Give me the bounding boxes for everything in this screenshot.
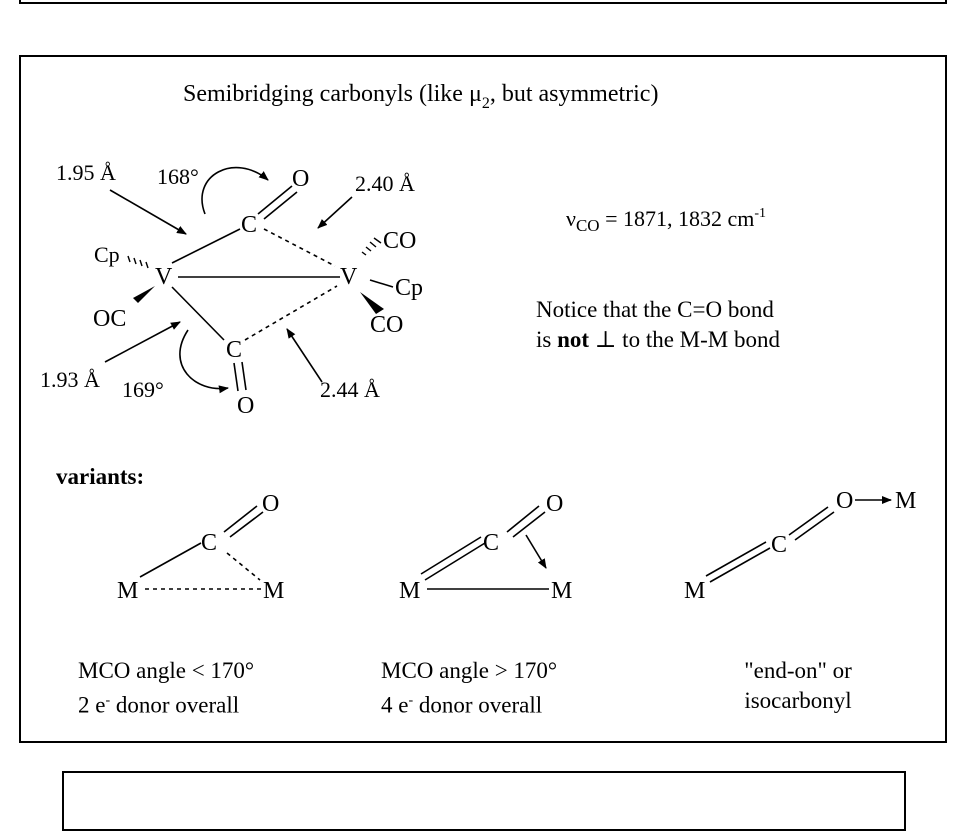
- label-dist-1-93: 1.93 Å: [40, 367, 100, 392]
- co-right-top-ligand: CO: [383, 228, 416, 254]
- arrow-dist-1-95: [109, 189, 187, 235]
- v-c-top-bond: [171, 228, 241, 264]
- variant-2-caption: MCO angle > 170° 4 e- donor overall: [381, 656, 557, 721]
- variant-1-caption: MCO angle < 170° 2 e- donor overall: [78, 656, 254, 721]
- v1-m-c-bond: [139, 542, 202, 578]
- v-right-atom: V: [340, 264, 358, 290]
- v1-c: C: [201, 530, 217, 556]
- cp-hashed-wedge: [127, 255, 149, 269]
- v2-caption-line-1: MCO angle > 170°: [381, 658, 558, 683]
- co-top-bond-b: [263, 191, 298, 220]
- arrow-angle-169: [179, 329, 229, 394]
- v2-caption-line-2: 4 e: [381, 692, 409, 718]
- arrow-dist-2-44: [286, 328, 323, 383]
- c-bottom-atom: C: [226, 337, 242, 363]
- oc-left-ligand: OC: [93, 306, 126, 332]
- v3-co-bond-a: [788, 506, 829, 536]
- v2-c: C: [483, 530, 499, 556]
- o-bottom-atom: O: [237, 393, 254, 419]
- co-bottom-bond-a: [233, 362, 239, 392]
- top-box-fragment: [19, 0, 947, 4]
- ir-frequency: νCO = 1871, 1832 cm-1: [566, 206, 766, 235]
- co-solid-wedge: [360, 292, 384, 314]
- notice-line-2-prefix: is: [536, 327, 558, 352]
- variant-3-caption: "end-on" or isocarbonyl: [718, 656, 878, 716]
- v2-o-m-arrow: [525, 534, 547, 569]
- v1-o: O: [262, 491, 279, 517]
- v1-caption-line-2: 2 e: [78, 692, 106, 718]
- variant-3-structure: M C O M: [684, 488, 916, 604]
- variant-2-structure: M C O M: [399, 491, 572, 604]
- o-top-atom: O: [292, 166, 309, 192]
- notice-line-1: Notice that the C=O bond: [536, 297, 774, 322]
- oc-solid-wedge: [133, 286, 155, 303]
- v2-caption-sup: -: [408, 693, 414, 708]
- notice-text: Notice that the C=O bond is not ⊥ to the …: [536, 295, 780, 355]
- diagram-canvas: Semibridging carbonyls (like μ2, but asy…: [40, 81, 916, 604]
- c-bottom-v-semibridge: [244, 285, 338, 341]
- label-dist-2-40: 2.40 Å: [355, 171, 415, 196]
- c-top-atom: C: [241, 212, 257, 238]
- v3-m-left: M: [684, 578, 705, 604]
- label-angle-169: 169°: [122, 377, 164, 402]
- v-left-atom: V: [155, 264, 173, 290]
- cp-right-ligand: Cp: [395, 275, 423, 301]
- annotation-arrows: [104, 166, 353, 394]
- v2-m-right: M: [551, 578, 572, 604]
- v2-co-bond-b: [512, 511, 546, 538]
- v3-m-c-bond-a: [709, 547, 771, 583]
- semibridging-panel: [19, 55, 947, 743]
- co-bottom-bond-b: [241, 361, 247, 391]
- v3-caption-line-2: isocarbonyl: [744, 688, 852, 713]
- variants-heading: variants:: [56, 464, 145, 489]
- v2-caption-line-2-suffix: donor overall: [413, 692, 543, 718]
- v3-co-bond-b: [794, 511, 835, 541]
- notice-line-2-suffix: ⊥ to the M-M bond: [589, 327, 780, 352]
- arrow-angle-168: [201, 166, 269, 215]
- v1-caption-line-1: MCO angle < 170°: [78, 658, 255, 683]
- v3-c: C: [771, 532, 787, 558]
- co-hashed-wedge: [361, 237, 382, 256]
- v-cp-bond: [369, 279, 394, 288]
- label-dist-2-44: 2.44 Å: [320, 377, 380, 402]
- co-top-bond-a: [257, 185, 293, 215]
- v-c-bottom-bond: [171, 286, 225, 341]
- v1-co-bond-b: [229, 511, 264, 538]
- variant-1-structure: M C O M: [117, 491, 284, 604]
- notice-emphasis: not: [557, 327, 590, 352]
- v2-co-bond-a: [506, 505, 540, 533]
- v1-m-right: M: [263, 578, 284, 604]
- label-dist-1-95: 1.95 Å: [56, 160, 116, 185]
- c-top-v-semibridge: [263, 228, 336, 267]
- v1-caption-line-2-suffix: donor overall: [110, 692, 240, 718]
- arrow-dist-1-93: [104, 321, 181, 363]
- v1-m-left: M: [117, 578, 138, 604]
- v1-co-bond-a: [223, 505, 258, 533]
- panel-title: Semibridging carbonyls (like μ2, but asy…: [183, 81, 658, 112]
- label-angle-168: 168°: [157, 164, 199, 189]
- v2-m-c-bond-a: [424, 542, 486, 581]
- v3-o: O: [836, 488, 853, 514]
- v2-m-c-bond-b: [420, 536, 482, 575]
- divanadium-structure: V V C C O O Cp OC CO Cp CO: [93, 166, 423, 419]
- v2-m-left: M: [399, 578, 420, 604]
- v3-caption-line-1: "end-on" or: [744, 658, 852, 683]
- cp-left-ligand: Cp: [94, 242, 120, 267]
- co-right-bottom-ligand: CO: [370, 312, 403, 338]
- v3-m-c-bond-b: [705, 541, 767, 577]
- arrow-dist-2-40: [317, 196, 353, 229]
- v1-caption-sup: -: [105, 693, 111, 708]
- v1-c-m-dashed: [226, 552, 261, 581]
- v3-m-right: M: [895, 488, 916, 514]
- v2-o: O: [546, 491, 563, 517]
